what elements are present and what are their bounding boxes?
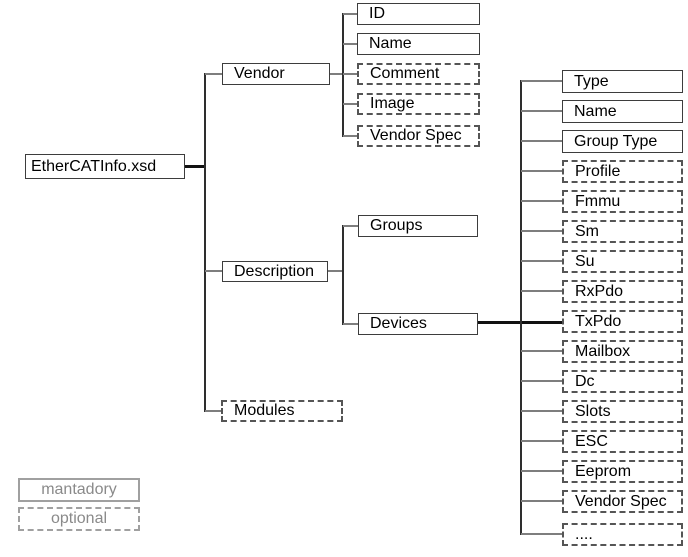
trunk-vendor-children (342, 13, 344, 137)
node-su: Su (562, 250, 683, 273)
node-id: ID (357, 3, 480, 25)
trunk-devices-children (520, 80, 522, 535)
node-modules: Modules (221, 400, 343, 422)
connector-to-eeprom (521, 470, 562, 472)
connector-to-esc (521, 440, 562, 442)
node-name2: Name (562, 100, 683, 123)
node-vendor-spec2: Vendor Spec (562, 490, 683, 513)
connector-trunk-to-modules (205, 410, 221, 412)
connector-to-groups (343, 225, 358, 227)
connector-description-to-trunk (328, 270, 343, 272)
node-ellipsis: .... (562, 523, 683, 546)
node-mailbox: Mailbox (562, 340, 683, 363)
node-slots: Slots (562, 400, 683, 423)
trunk-main (204, 73, 206, 412)
node-profile: Profile (562, 160, 683, 183)
node-vendor: Vendor (222, 63, 330, 85)
connector-trunk-to-vendor (205, 73, 222, 75)
connector-to-ellipsis (521, 533, 562, 535)
node-image: Image (357, 93, 480, 115)
node-sm: Sm (562, 220, 683, 243)
connector-to-mailbox (521, 350, 562, 352)
connector-to-group-type (521, 140, 562, 142)
trunk-description-children (342, 225, 344, 325)
connector-to-su (521, 260, 562, 262)
node-name: Name (357, 33, 480, 55)
connector-to-id (343, 13, 357, 15)
connector-to-name2 (521, 110, 562, 112)
legend-mandatory: mantadory (18, 478, 140, 502)
node-vendor-spec: Vendor Spec (357, 125, 480, 147)
connector-to-comment (343, 73, 357, 75)
connector-to-devices (343, 323, 358, 325)
node-description: Description (222, 261, 328, 282)
connector-to-dc (521, 380, 562, 382)
node-ethercatinfo-xsd: EtherCATInfo.xsd (25, 154, 185, 179)
connector-to-image (343, 103, 357, 105)
node-dc: Dc (562, 370, 683, 393)
connector-trunk-to-description (205, 270, 222, 272)
connector-to-vendor-spec2 (521, 500, 562, 502)
node-groups: Groups (358, 215, 478, 237)
connector-root-to-trunk (185, 165, 206, 168)
connector-vendor-to-trunk (330, 73, 343, 75)
connector-to-fmmu (521, 200, 562, 202)
node-fmmu: Fmmu (562, 190, 683, 213)
node-eeprom: Eeprom (562, 460, 683, 483)
legend-optional: optional (18, 507, 140, 531)
node-rxpdo: RxPdo (562, 280, 683, 303)
node-txpdo: TxPdo (562, 310, 683, 333)
connector-to-vendor-spec (343, 135, 357, 137)
node-esc: ESC (562, 430, 683, 453)
connector-to-type (521, 80, 562, 82)
connector-to-profile (521, 170, 562, 172)
node-devices: Devices (358, 313, 478, 335)
node-group-type: Group Type (562, 130, 683, 153)
node-type: Type (562, 70, 683, 93)
connector-to-sm (521, 230, 562, 232)
connector-to-rxpdo (521, 290, 562, 292)
connector-to-name (343, 43, 357, 45)
node-comment: Comment (357, 63, 480, 85)
connector-to-slots (521, 410, 562, 412)
